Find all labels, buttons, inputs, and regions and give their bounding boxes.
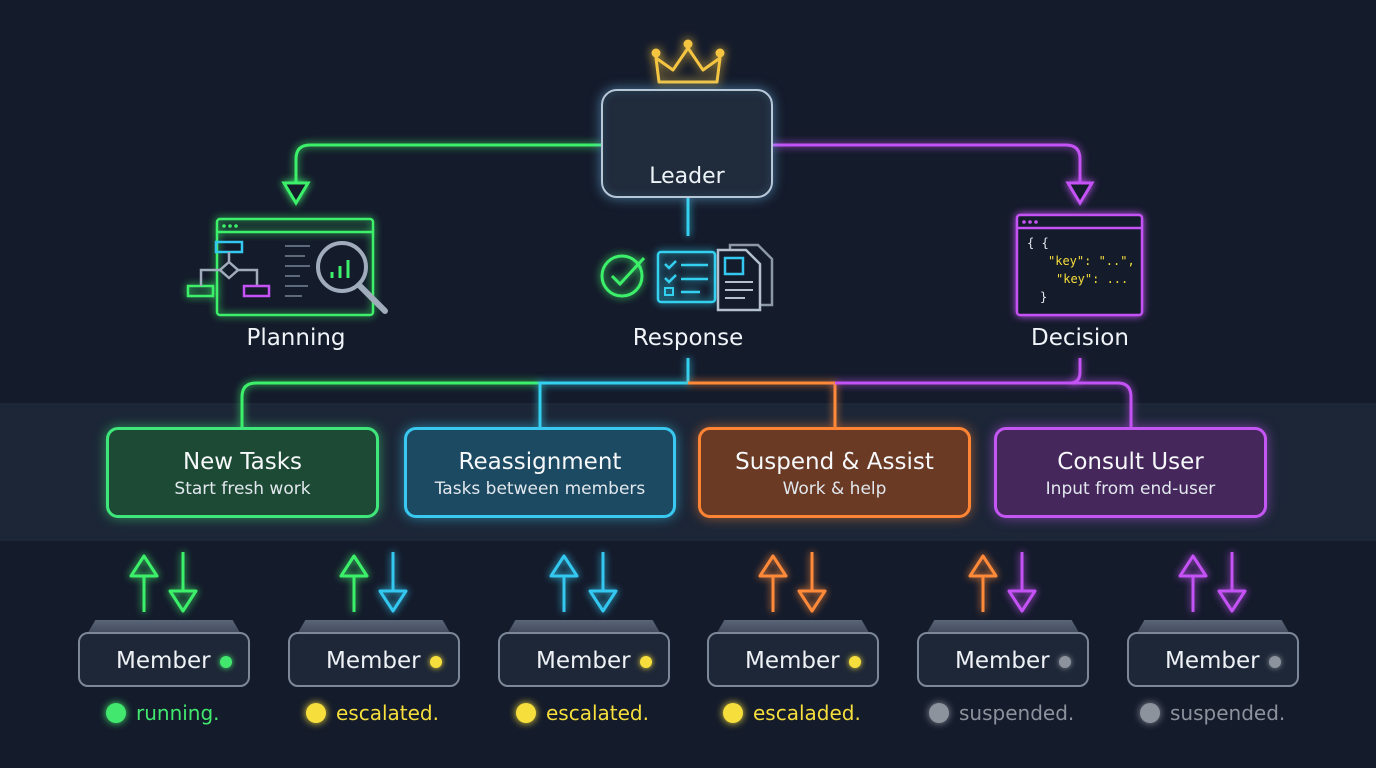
connector-leader-decision	[773, 143, 1095, 206]
status-led-icon	[430, 656, 442, 668]
json-window-icon: { { "key": "..", "key": ... }	[1015, 213, 1144, 317]
flowchart-magnifier-icon	[186, 217, 388, 317]
status-led-icon	[220, 656, 232, 668]
checklist-documents-icon	[600, 243, 774, 312]
section-label-response: Response	[632, 325, 744, 351]
action-title: Suspend & Assist	[735, 449, 934, 475]
member-face: Member	[78, 632, 250, 687]
connector-bus	[240, 358, 1133, 427]
member-face: Member	[1127, 632, 1299, 687]
status-led-icon	[1059, 656, 1071, 668]
json-line-4: }	[1040, 290, 1047, 304]
crown-icon	[651, 39, 725, 84]
action-subtitle: Input from end-user	[1045, 479, 1216, 499]
action-title: Consult User	[1057, 449, 1204, 475]
leader-label: Leader	[649, 164, 725, 189]
member-status-1: running.	[106, 699, 220, 727]
member-name: Member	[745, 648, 840, 674]
member-name: Member	[1165, 648, 1260, 674]
arrow-down-icon	[1217, 552, 1247, 613]
member-status-2: escalated.	[306, 699, 439, 727]
arrow-up-icon	[549, 554, 579, 612]
member-status-6: suspended.	[1140, 699, 1285, 727]
member-face: Member	[288, 632, 460, 687]
status-dot-icon	[306, 703, 326, 723]
json-line-2: "key": "..",	[1048, 254, 1135, 268]
arrow-up-icon	[968, 554, 998, 612]
arrow-up-icon	[339, 554, 369, 612]
arrow-up-icon	[129, 554, 159, 612]
action-suspend-assist[interactable]: Suspend & Assist Work & help	[698, 427, 971, 518]
member-face: Member	[917, 632, 1089, 687]
member-name: Member	[326, 648, 421, 674]
action-title: Reassignment	[458, 449, 622, 475]
member-node-5[interactable]: Member	[917, 620, 1089, 687]
member-name: Member	[116, 648, 211, 674]
status-dot-icon	[106, 703, 126, 723]
member-status-4: escaladed.	[723, 699, 861, 727]
member-status-5: suspended.	[929, 699, 1074, 727]
leader-node[interactable]: Leader	[601, 89, 773, 198]
status-text: escalated.	[546, 701, 649, 725]
status-text: escalated.	[336, 701, 439, 725]
member-status-3: escalated.	[516, 699, 649, 727]
member-name: Member	[536, 648, 631, 674]
section-label-decision: Decision	[1031, 325, 1129, 351]
status-led-icon	[849, 656, 861, 668]
action-title: New Tasks	[182, 449, 303, 475]
arrow-down-icon	[797, 552, 827, 613]
member-node-3[interactable]: Member	[498, 620, 670, 687]
status-text: running.	[136, 701, 220, 725]
member-arrows	[129, 552, 1247, 613]
action-reassignment[interactable]: Reassignment Tasks between members	[404, 427, 676, 518]
member-node-6[interactable]: Member	[1127, 620, 1299, 687]
member-face: Member	[707, 632, 879, 687]
arrow-down-icon	[1007, 552, 1037, 613]
status-dot-icon	[516, 703, 536, 723]
connector-leader-planning	[281, 143, 601, 206]
status-dot-icon	[1140, 703, 1160, 723]
status-dot-icon	[929, 703, 949, 723]
action-subtitle: Start fresh work	[174, 479, 311, 499]
json-line-1: { {	[1027, 236, 1049, 250]
action-subtitle: Work & help	[782, 479, 887, 499]
status-text: suspended.	[959, 701, 1075, 725]
status-text: escaladed.	[753, 701, 861, 725]
member-node-4[interactable]: Member	[707, 620, 879, 687]
action-subtitle: Tasks between members	[434, 479, 646, 499]
arrow-up-icon	[758, 554, 788, 612]
member-name: Member	[955, 648, 1050, 674]
action-consult-user[interactable]: Consult User Input from end-user	[994, 427, 1267, 518]
member-node-2[interactable]: Member	[288, 620, 460, 687]
status-led-icon	[640, 656, 652, 668]
arrow-down-icon	[588, 552, 618, 613]
json-line-3: "key": ...	[1056, 272, 1128, 286]
section-label-planning: Planning	[246, 325, 346, 351]
arrow-down-icon	[168, 552, 198, 613]
status-led-icon	[1269, 656, 1281, 668]
status-text: suspended.	[1170, 701, 1286, 725]
status-dot-icon	[723, 703, 743, 723]
arrow-down-icon	[378, 552, 408, 613]
arrow-up-icon	[1178, 554, 1208, 612]
member-node-1[interactable]: Member	[78, 620, 250, 687]
member-face: Member	[498, 632, 670, 687]
action-new-tasks[interactable]: New Tasks Start fresh work	[106, 427, 379, 518]
